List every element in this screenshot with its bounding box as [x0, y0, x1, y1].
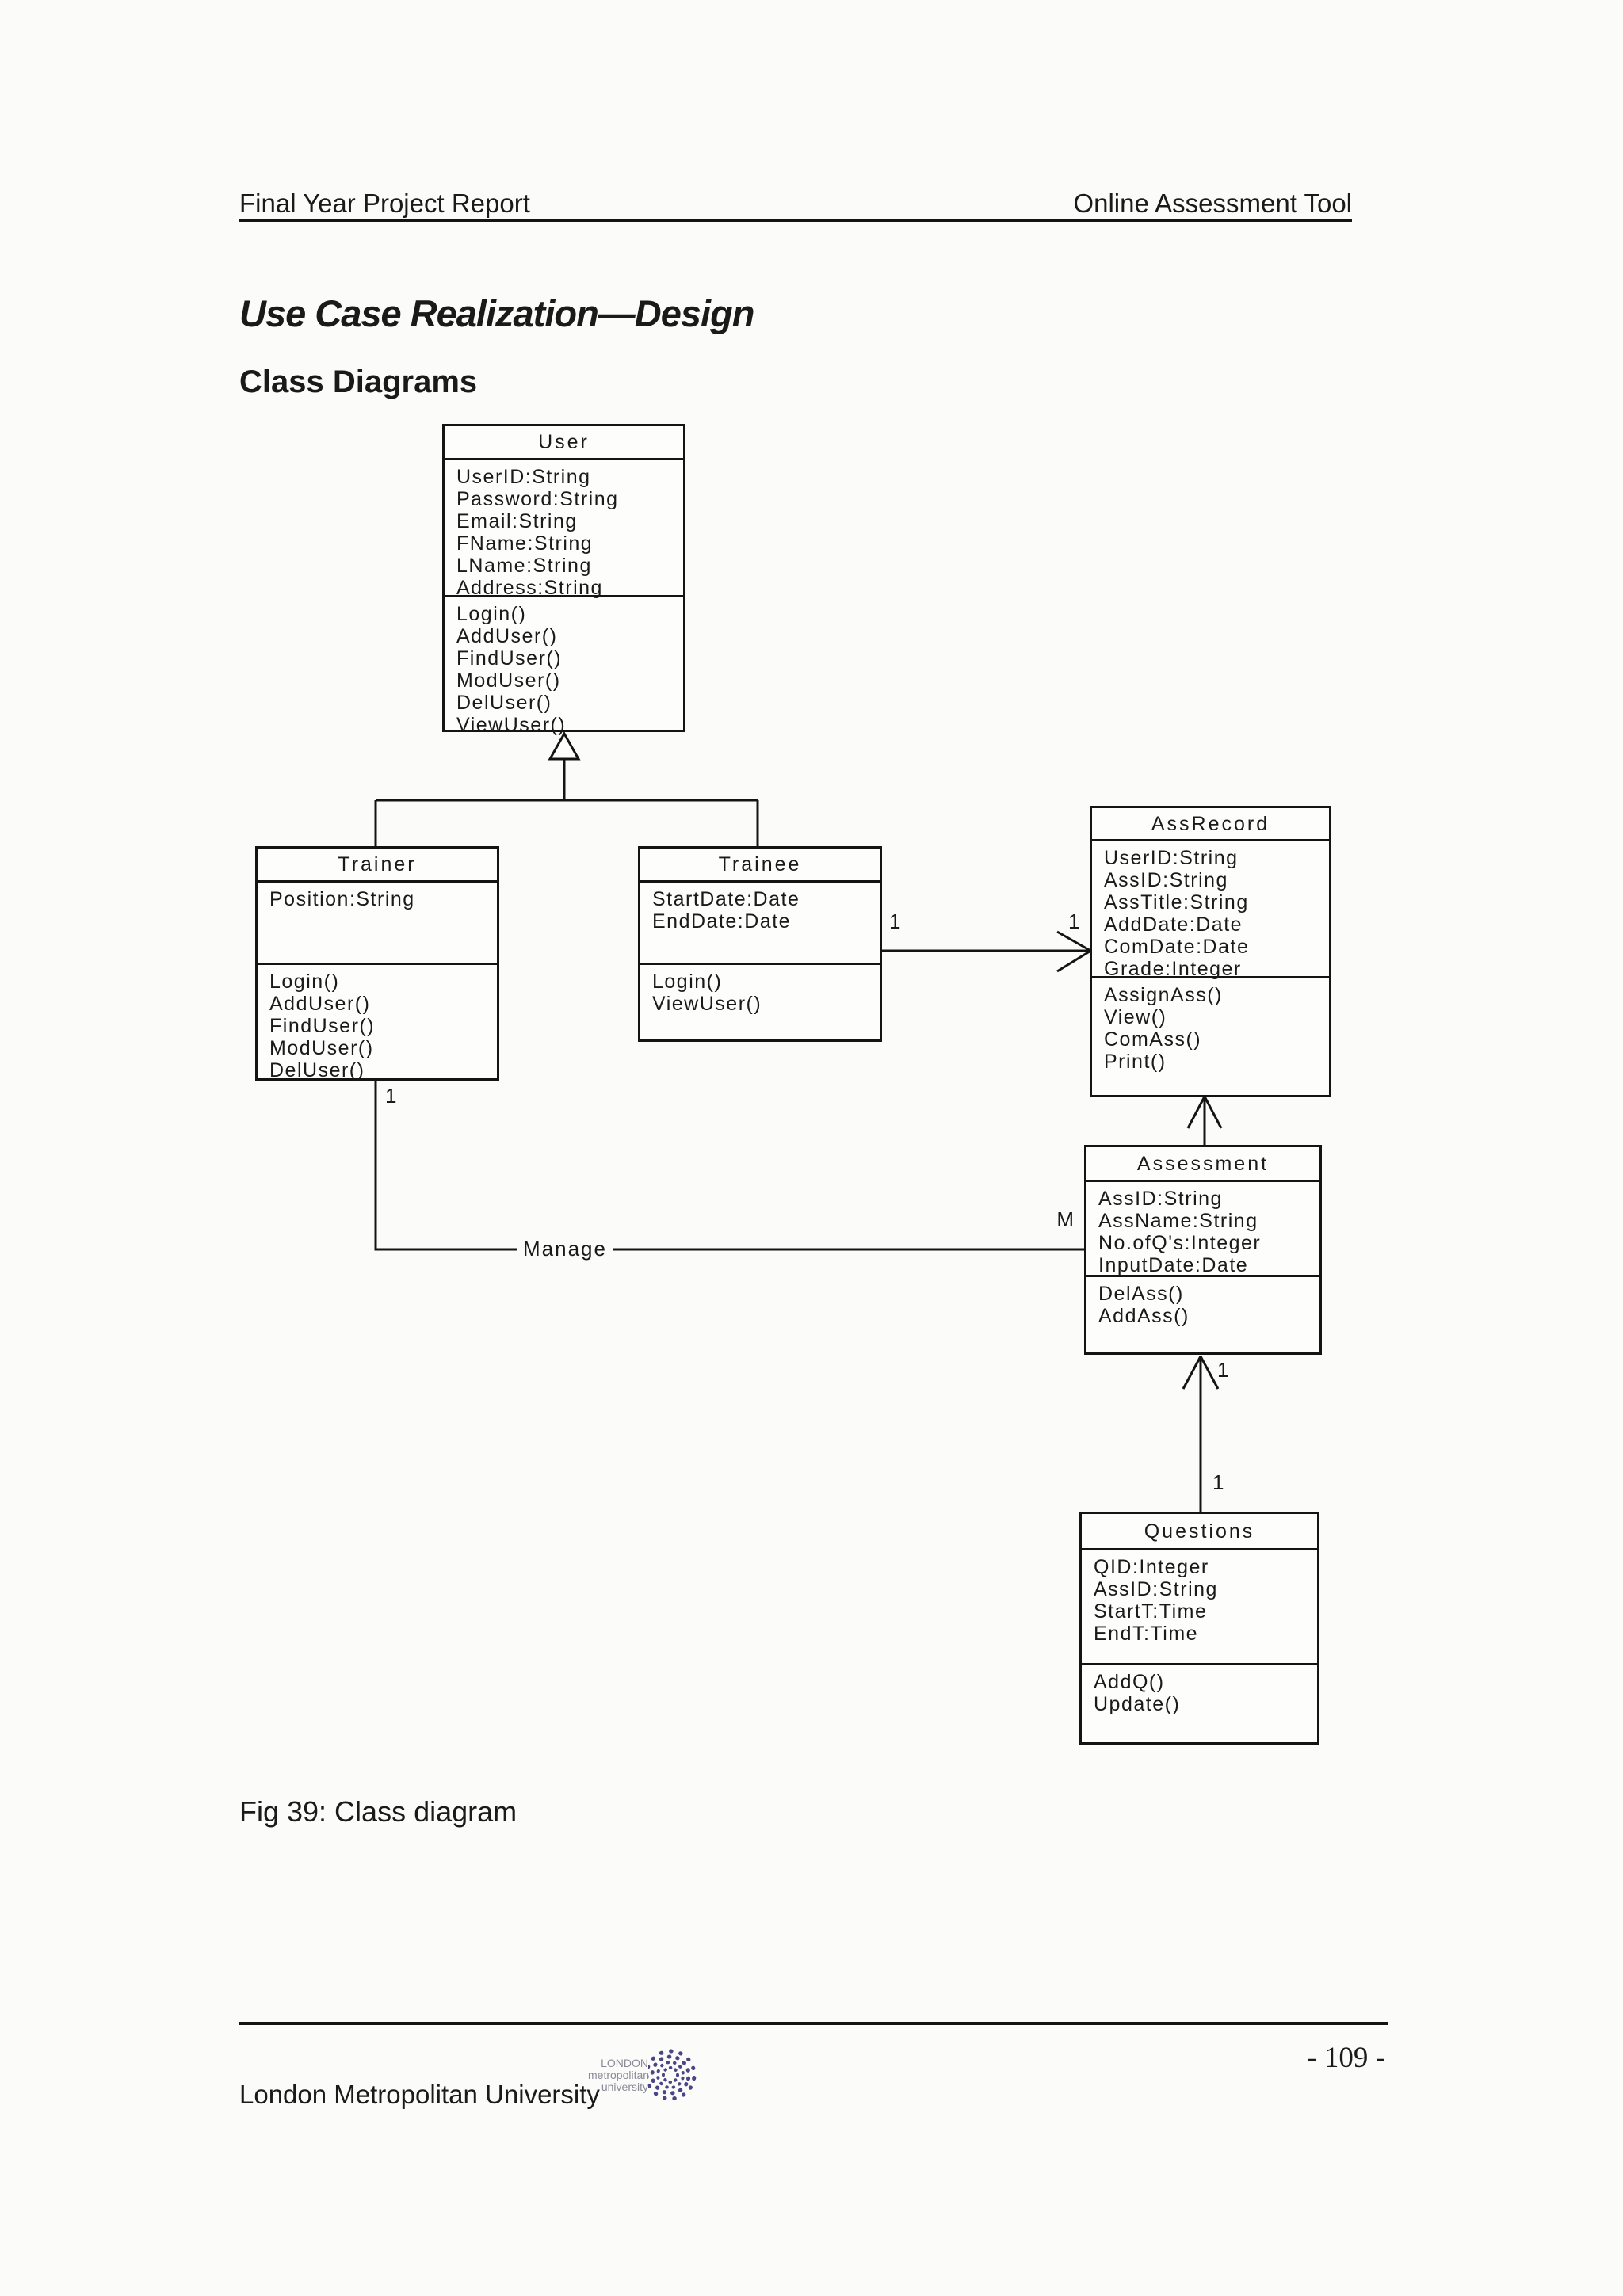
section-heading: Class Diagrams [239, 364, 478, 399]
page-number: - 109 - [1307, 2042, 1385, 2074]
inheritance-triangle-icon [548, 730, 581, 761]
figure-caption: Fig 39: Class diagram [239, 1795, 517, 1828]
class-methods-user: Login() AddUser() FindUser() ModUser() D… [456, 603, 567, 736]
multiplicity-assessment-m: M [1056, 1207, 1075, 1231]
class-methods-trainee: Login() ViewUser() [652, 971, 762, 1015]
class-attributes-assrecord: UserID:String AssID:String AssTitle:Stri… [1092, 841, 1329, 980]
footer-rule [239, 2022, 1388, 2025]
page-title: Use Case Realization—Design [239, 292, 754, 334]
university-logo: LONDON metropolitan university [588, 2044, 699, 2106]
multiplicity-trainee: 1 [889, 910, 902, 933]
class-methods-trainer: Login() AddUser() FindUser() ModUser() D… [269, 971, 376, 1081]
class-attributes-trainer: Position:String [258, 883, 497, 965]
class-title-user: User [445, 426, 683, 460]
class-title-questions: Questions [1082, 1514, 1317, 1550]
header-right: Online Assessment Tool [1073, 189, 1352, 218]
class-methods-questions: AddQ() Update() [1094, 1671, 1181, 1715]
class-title-assrecord: AssRecord [1092, 808, 1329, 841]
class-attributes-questions: QID:Integer AssID:String StartT:Time End… [1082, 1550, 1317, 1665]
multiplicity-questions: 1 [1212, 1470, 1225, 1494]
class-box-questions: Questions QID:Integer AssID:String Start… [1079, 1512, 1319, 1745]
association-label-manage: Manage [517, 1237, 613, 1261]
university-logo-sunburst-icon [648, 2049, 697, 2101]
class-methods-assessment: DelAss() AddAss() [1098, 1283, 1190, 1327]
university-logo-text: LONDON metropolitan university [588, 2056, 650, 2093]
multiplicity-assessment-one: 1 [1217, 1358, 1230, 1382]
class-attributes-trainee: StartDate:Date EndDate:Date [640, 883, 880, 965]
class-attributes-assessment: AssID:String AssName:String No.ofQ's:Int… [1086, 1182, 1319, 1277]
class-methods-assrecord: AssignAss() View() ComAss() Print() [1104, 984, 1223, 1073]
class-box-trainer: Trainer Position:String Login() AddUser(… [255, 846, 499, 1081]
class-attributes-user: UserID:String Password:String Email:Stri… [445, 460, 683, 599]
class-box-assessment: Assessment AssID:String AssName:String N… [1084, 1145, 1322, 1355]
class-box-user: User UserID:String Password:String Email… [442, 424, 685, 736]
class-title-assessment: Assessment [1086, 1147, 1319, 1182]
footer-institution: London Metropolitan University [239, 2080, 600, 2109]
class-box-trainee: Trainee StartDate:Date EndDate:Date Logi… [638, 846, 882, 1042]
header-left: Final Year Project Report [239, 189, 530, 218]
class-box-assrecord: AssRecord UserID:String AssID:String Ass… [1090, 806, 1331, 1097]
header-rule [239, 219, 1352, 222]
multiplicity-assrecord: 1 [1068, 910, 1081, 933]
multiplicity-trainer: 1 [385, 1084, 398, 1108]
class-title-trainer: Trainer [258, 849, 497, 883]
class-title-trainee: Trainee [640, 849, 880, 883]
